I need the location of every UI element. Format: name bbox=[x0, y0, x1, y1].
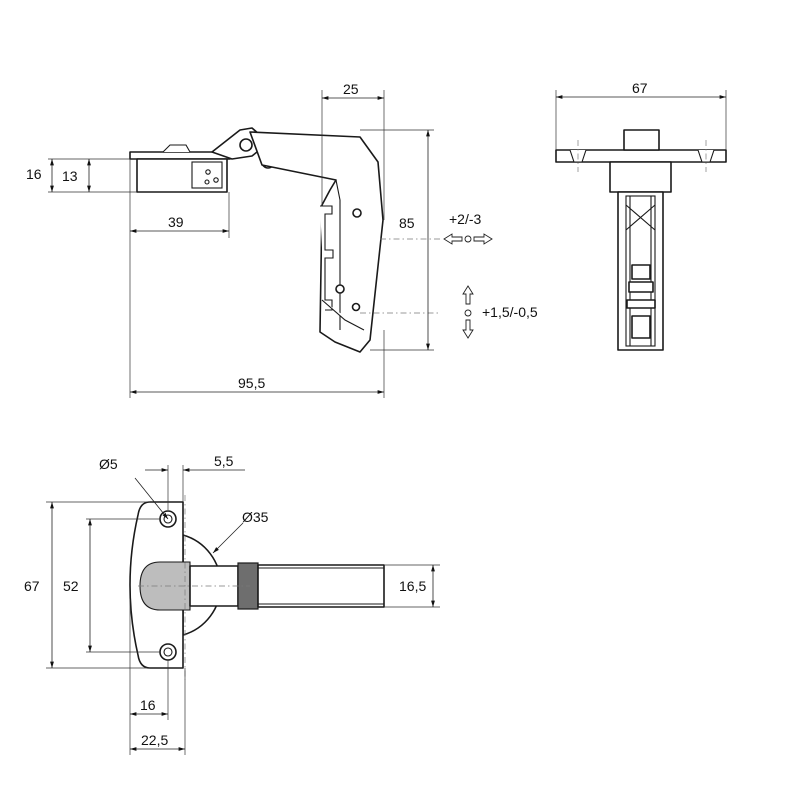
side-pivot-1 bbox=[239, 138, 253, 152]
dim-13-label: 13 bbox=[62, 168, 78, 184]
dim-165-label: 16,5 bbox=[399, 578, 426, 594]
adjust-depth-label: +1,5/-0,5 bbox=[482, 304, 538, 320]
plan-view: Ø5 5,5 Ø35 67 52 16,5 16 22,5 bbox=[24, 453, 440, 755]
dim-25-label: 25 bbox=[343, 81, 359, 97]
front-adjust-block-2 bbox=[628, 281, 654, 293]
plan-screw-hole-bottom-inner bbox=[163, 647, 173, 657]
side-cup-rivet-1 bbox=[205, 169, 211, 175]
front-view: 67 bbox=[555, 80, 727, 351]
depth-adjust-arrow-icon bbox=[462, 285, 474, 339]
front-cup-top bbox=[623, 129, 660, 151]
side-flange-lip bbox=[162, 144, 191, 153]
front-cup-body bbox=[609, 161, 672, 193]
dim-16-label: 16 bbox=[26, 166, 42, 182]
dim-95-label: 95,5 bbox=[238, 375, 265, 391]
side-hinge-arm bbox=[249, 131, 384, 353]
side-arm-screw-3 bbox=[351, 302, 361, 312]
dim-d5-leader bbox=[134, 477, 169, 520]
front-adjust-block-4 bbox=[631, 315, 651, 339]
front-adjust-block-1 bbox=[631, 264, 651, 280]
dim-d5-label: Ø5 bbox=[99, 456, 118, 472]
dim-55-label: 5,5 bbox=[214, 453, 234, 469]
side-view: 16 13 39 25 85 95,5 +2/-3 bbox=[26, 81, 538, 398]
side-arm-screw-2 bbox=[335, 284, 345, 294]
dim-52-label: 52 bbox=[63, 578, 79, 594]
dim-plan16-label: 16 bbox=[140, 697, 156, 713]
front-dim-67-label: 67 bbox=[632, 80, 648, 96]
side-arm-screw-1 bbox=[352, 208, 362, 218]
dim-39-label: 39 bbox=[168, 214, 184, 230]
dim-225-label: 22,5 bbox=[141, 732, 168, 748]
plan-dim-67-label: 67 bbox=[24, 578, 40, 594]
front-arm-detail bbox=[625, 204, 656, 231]
side-arm-slot bbox=[320, 205, 334, 311]
side-cup-rivet-3 bbox=[204, 179, 210, 185]
plan-hinge-arm bbox=[257, 564, 385, 608]
front-adjust-block-3 bbox=[626, 299, 656, 309]
side-arm-tip bbox=[321, 299, 365, 331]
side-adjust-arrow-icon bbox=[443, 233, 493, 245]
dim-85-label: 85 bbox=[399, 215, 415, 231]
side-cup-rivet-2 bbox=[213, 177, 219, 183]
dim-d35-leader bbox=[212, 522, 244, 554]
dim-d35-label: Ø35 bbox=[242, 509, 269, 525]
adjust-side-label: +2/-3 bbox=[449, 211, 482, 227]
